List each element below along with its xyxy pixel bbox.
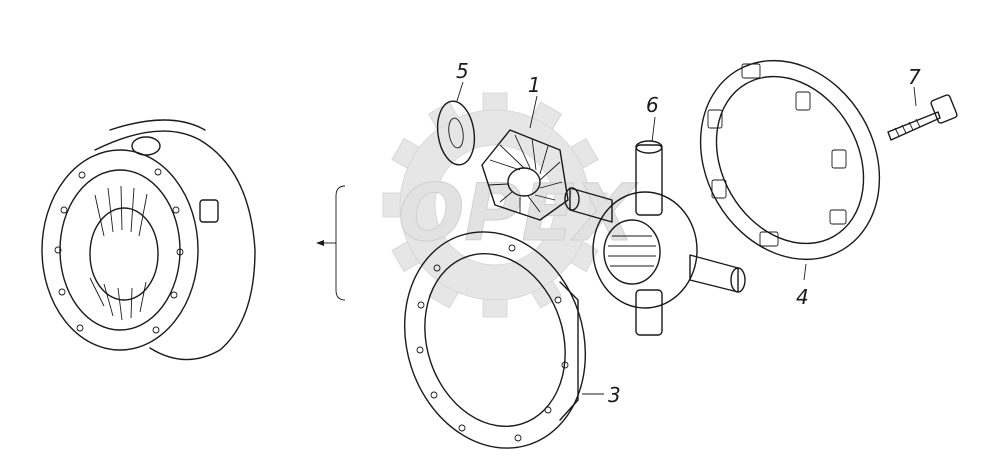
part-6-spider (564, 116, 746, 336)
part-4-ring (699, 59, 881, 281)
watermark-text: OPEX (398, 169, 639, 259)
callout-3: 3 (608, 383, 621, 407)
watermark: OPEX (382, 92, 639, 318)
part-7-bolt (887, 86, 958, 141)
part-5-washer (436, 81, 476, 166)
callout-7: 7 (908, 65, 921, 89)
assembled-differential (41, 119, 256, 361)
part-1-pinion-gear (481, 95, 569, 221)
callout-5: 5 (456, 59, 469, 83)
part-3-case-half (403, 231, 604, 449)
callout-1: 1 (528, 73, 541, 97)
explosion-bracket (316, 185, 346, 301)
callout-4: 4 (796, 285, 809, 309)
callout-6: 6 (646, 93, 659, 117)
